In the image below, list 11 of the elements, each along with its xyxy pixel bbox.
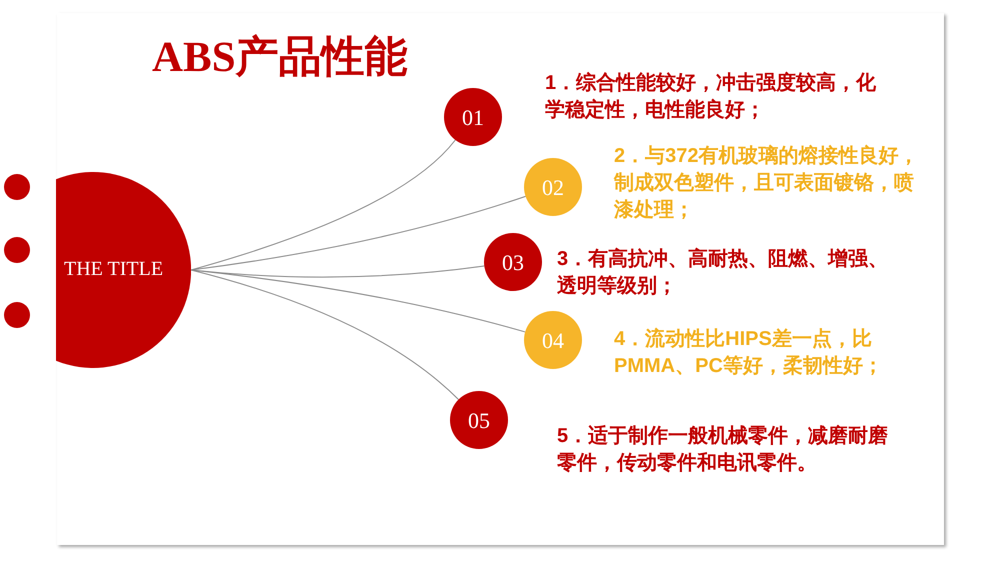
- connector-line: [190, 196, 526, 270]
- feature-description: 2．与372有机玻璃的熔接性良好，制成双色塑件，且可表面镀铬，喷漆处理；: [614, 144, 920, 223]
- connector-line: [190, 140, 456, 270]
- feature-description: 1．综合性能较好，冲击强度较高，化学稳定性，电性能良好；: [545, 70, 878, 123]
- title-label: THE TITLE: [64, 257, 164, 282]
- feature-description: 4．流动性比HIPS差一点，比PMMA、PC等好，柔韧性好；: [614, 326, 884, 379]
- connector-line: [190, 270, 459, 400]
- feature-description: 3．有高抗冲、高耐热、阻燃、增强、透明等级别；: [557, 246, 890, 299]
- slide-title: ABS产品性能: [152, 33, 408, 83]
- connector-line: [190, 270, 526, 332]
- feature-description: 5．适于制作一般机械零件，减磨耐磨零件，传动零件和电讯零件。: [557, 424, 890, 476]
